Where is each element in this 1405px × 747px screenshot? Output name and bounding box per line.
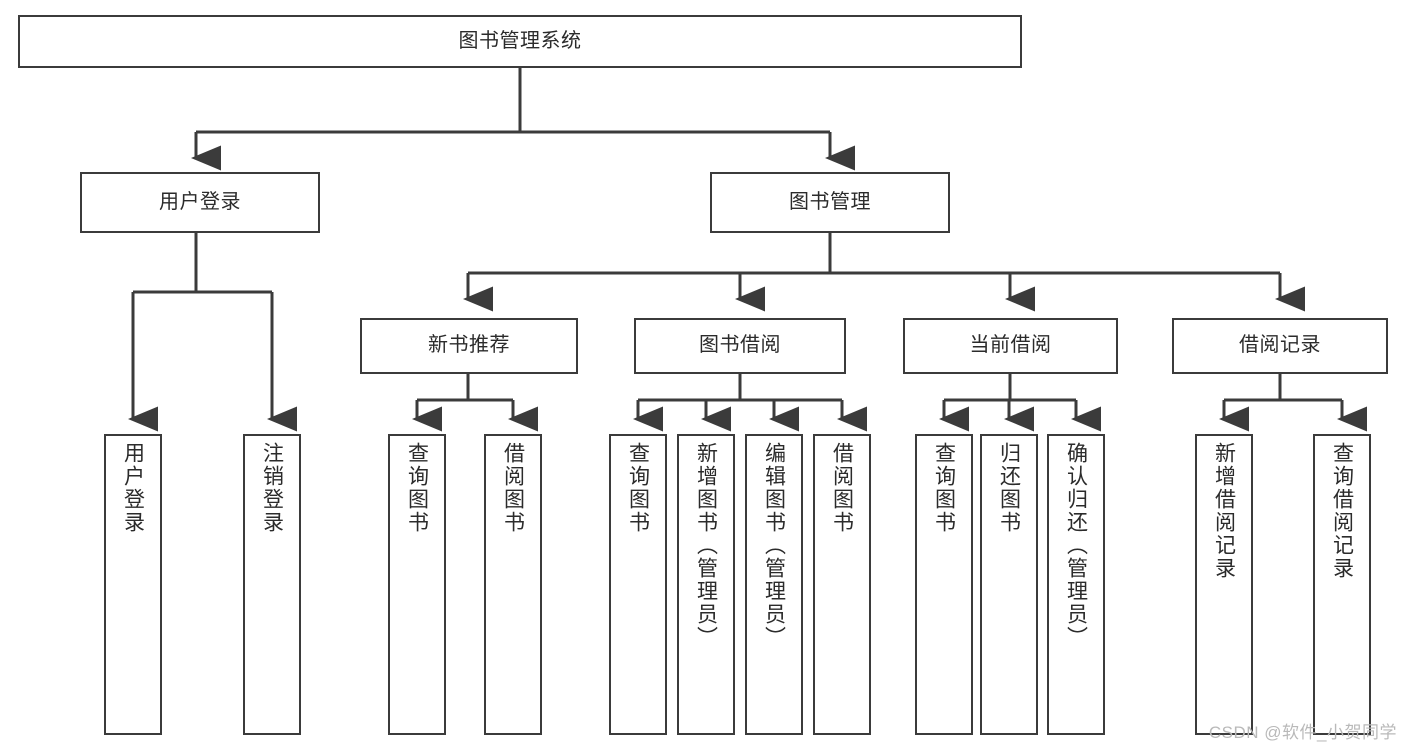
node-leaf-confirm-return-admin[interactable]: 确认归还（管理员）: [1047, 434, 1105, 735]
node-label: 图书借阅: [699, 334, 781, 357]
node-label: 注销登录: [260, 442, 284, 534]
node-leaf-query-book-recommend[interactable]: 查询图书: [388, 434, 446, 735]
node-label: 确认归还（管理员）: [1064, 442, 1088, 649]
node-label: 图书管理: [789, 190, 871, 213]
node-label: 新增借阅记录: [1212, 442, 1236, 580]
node-leaf-logout[interactable]: 注销登录: [243, 434, 301, 735]
node-leaf-query-borrow-record[interactable]: 查询借阅记录: [1313, 434, 1371, 735]
node-label: 新书推荐: [428, 334, 510, 357]
node-label: 用户登录: [121, 442, 145, 534]
node-label: 借阅记录: [1239, 334, 1321, 357]
node-label: 图书管理系统: [458, 29, 582, 52]
node-leaf-add-book-admin[interactable]: 新增图书（管理员）: [677, 434, 735, 735]
node-leaf-add-borrow-record[interactable]: 新增借阅记录: [1195, 434, 1253, 735]
node-label: 查询图书: [626, 442, 650, 534]
node-label: 用户登录: [159, 190, 241, 213]
node-label: 借阅图书: [830, 442, 854, 534]
node-label: 查询图书: [405, 442, 429, 534]
node-label: 编辑图书（管理员）: [762, 442, 786, 649]
node-leaf-user-login[interactable]: 用户登录: [104, 434, 162, 735]
node-current-borrow[interactable]: 当前借阅: [903, 318, 1118, 374]
node-book-management[interactable]: 图书管理: [710, 172, 950, 233]
node-label: 查询借阅记录: [1330, 442, 1354, 580]
node-leaf-return-book[interactable]: 归还图书: [980, 434, 1038, 735]
node-leaf-query-book-borrow[interactable]: 查询图书: [609, 434, 667, 735]
node-borrow-record[interactable]: 借阅记录: [1172, 318, 1388, 374]
node-new-book-recommendation[interactable]: 新书推荐: [360, 318, 578, 374]
node-label: 当前借阅: [969, 334, 1052, 357]
node-leaf-borrow-book-recommend[interactable]: 借阅图书: [484, 434, 542, 735]
node-leaf-edit-book-admin[interactable]: 编辑图书（管理员）: [745, 434, 803, 735]
node-label: 归还图书: [997, 442, 1021, 534]
node-label: 借阅图书: [501, 442, 525, 534]
node-label: 查询图书: [932, 442, 956, 534]
node-user-login[interactable]: 用户登录: [80, 172, 320, 233]
node-root-book-management-system[interactable]: 图书管理系统: [18, 15, 1022, 68]
node-leaf-query-book-current[interactable]: 查询图书: [915, 434, 973, 735]
node-book-borrow[interactable]: 图书借阅: [634, 318, 846, 374]
watermark-text: CSDN @软件_小贺同学: [1208, 723, 1397, 742]
node-leaf-borrow-book[interactable]: 借阅图书: [813, 434, 871, 735]
node-label: 新增图书（管理员）: [694, 442, 718, 649]
